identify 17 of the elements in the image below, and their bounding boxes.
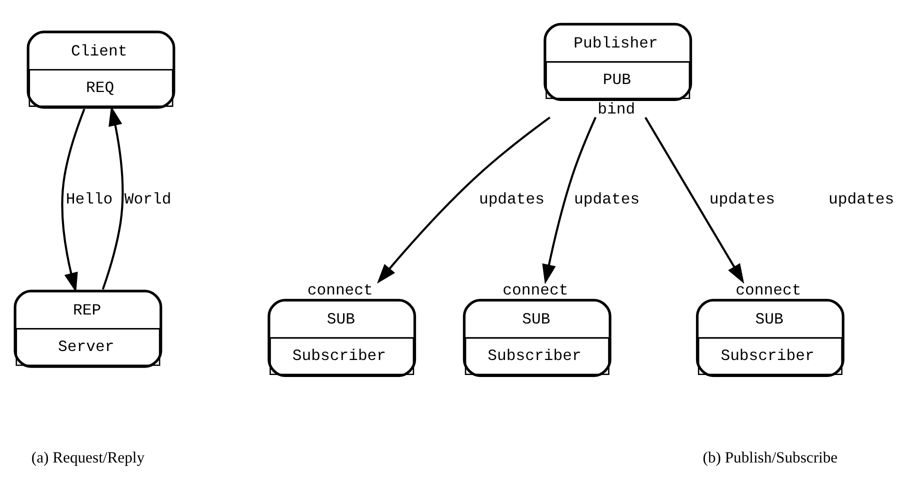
node-label: connect <box>736 281 802 300</box>
node-label: connect <box>502 281 568 300</box>
arrow <box>102 106 124 290</box>
edge-label: Hello <box>66 190 113 208</box>
arrow <box>542 116 597 284</box>
edge-label: updates <box>709 190 775 208</box>
arrow <box>644 116 744 284</box>
label: (b) Publish/Subscribe <box>702 449 838 466</box>
edge-label: World <box>124 190 172 208</box>
node-label: bind <box>598 100 636 118</box>
arrow <box>61 108 86 292</box>
arrow <box>376 116 550 284</box>
node-label: connect <box>307 281 373 300</box>
label: updates <box>828 190 894 208</box>
label: (a) Request/Reply <box>31 449 145 466</box>
edge-label: updates <box>478 190 545 208</box>
edge-label: updates <box>574 190 640 208</box>
